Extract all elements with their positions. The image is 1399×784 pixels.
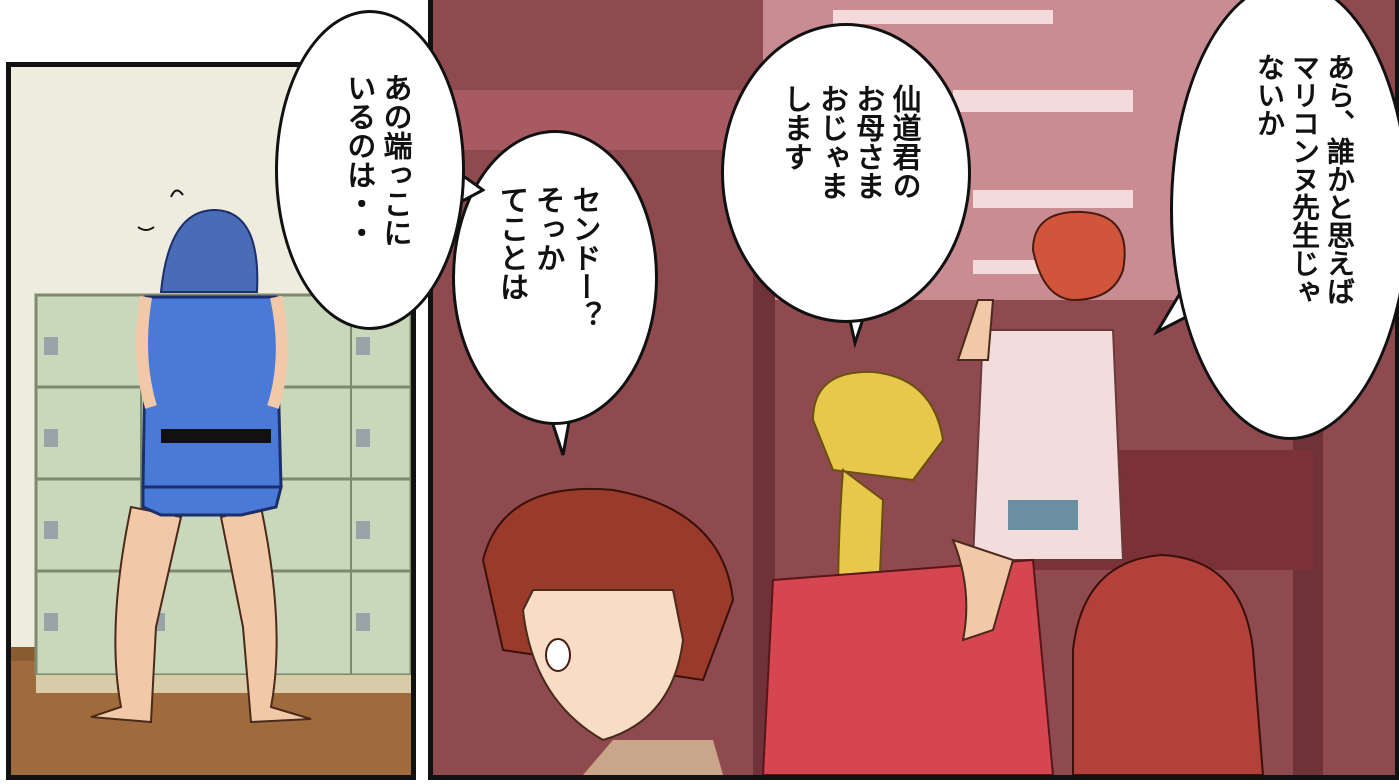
speech-bubble-left: あの端っこに いるのは・・ <box>275 10 465 330</box>
speech-line: おじゃま <box>815 84 850 200</box>
speech-text: 仙道君の お母さま おじゃま します <box>778 84 923 200</box>
speech-line: 仙道君の <box>888 84 922 200</box>
figure-blue-yukata <box>90 189 312 724</box>
speech-text: あの端っこに いるのは・・ <box>342 73 415 247</box>
figure-redhead-waving <box>956 210 1126 561</box>
speech-line: ないか <box>1253 53 1286 137</box>
speech-line: あの端っこに <box>379 73 413 247</box>
speech-line: マリコンヌ先生じゃ <box>1288 53 1321 305</box>
speech-line: センドー？ <box>568 185 602 330</box>
figure-brown-hair-girl <box>481 487 735 775</box>
speech-text: あら、誰かと思えば マリコンヌ先生じゃ ないか <box>1252 53 1357 305</box>
speech-bubble-sendo: センドー？ そっか てことは <box>452 130 658 425</box>
locker-room-scene <box>11 67 411 775</box>
speech-bubble-marikonnu: あら、誰かと思えば マリコンヌ先生じゃ ないか <box>1170 0 1399 440</box>
figure-blonde <box>761 370 1055 775</box>
speech-line: お母さま <box>851 84 886 200</box>
speech-line: てことは <box>495 185 530 301</box>
speech-line: そっか <box>531 185 566 272</box>
speech-bubble-mother: 仙道君の お母さま おじゃま します <box>721 23 971 323</box>
speech-text: センドー？ そっか てことは <box>494 185 603 330</box>
speech-line: します <box>779 84 814 171</box>
speech-line: いるのは・・ <box>342 73 377 247</box>
figure-back-of-head <box>1072 553 1265 775</box>
speech-line: あら、誰かと思えば <box>1323 53 1356 305</box>
